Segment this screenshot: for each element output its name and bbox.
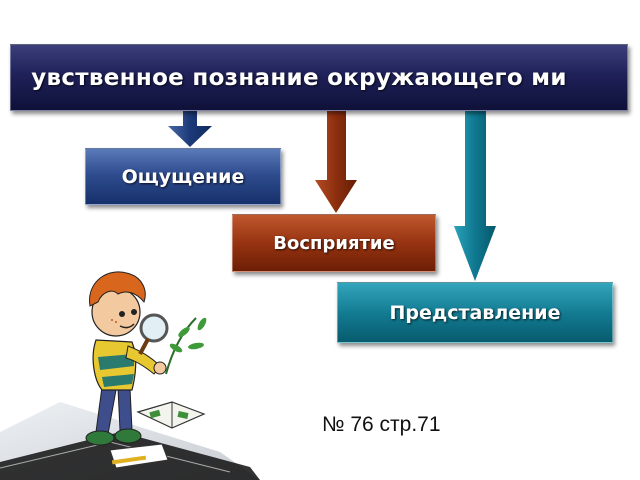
stage-vospriyatie-label: Восприятие (273, 232, 395, 254)
stage-oshchushchenie-label: Ощущение (121, 165, 245, 188)
diagram-title-text: увственное познание окружающего ми (31, 64, 567, 91)
exercise-reference: № 76 стр.71 (322, 413, 441, 436)
stage-predstavlenie: Представление (337, 282, 613, 343)
stage-predstavlenie-label: Представление (389, 301, 561, 324)
stage-vospriyatie: Восприятие (232, 214, 436, 272)
boy-with-magnifying-glass-icon (85, 271, 207, 469)
arrow-to-vospriyatie (315, 111, 357, 213)
arrow-to-predstavlenie (454, 111, 496, 281)
stage-oshchushchenie: Ощущение (85, 148, 281, 205)
diagram-title: увственное познание окружающего ми (10, 44, 628, 111)
arrow-to-oshchushchenie (168, 111, 212, 147)
